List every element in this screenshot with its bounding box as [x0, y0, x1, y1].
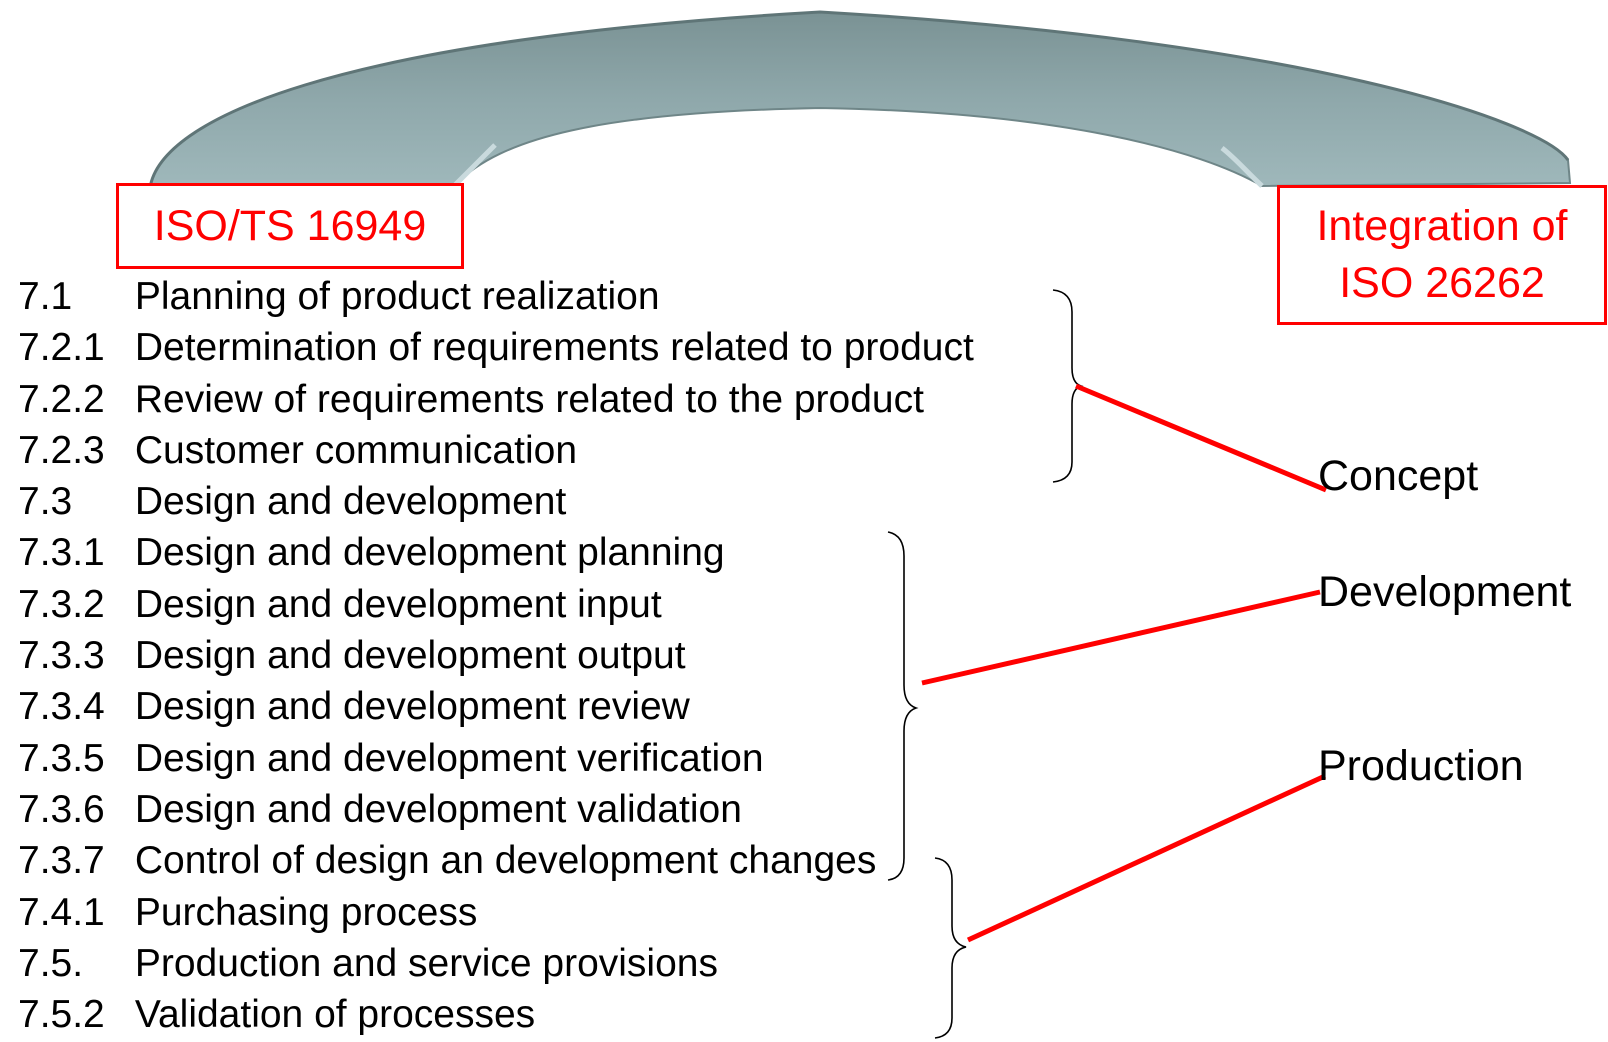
clause-item: 7.4.1 Purchasing process [18, 887, 974, 938]
clause-item: 7.3.5 Design and development verificatio… [18, 733, 974, 784]
bridge-arch [148, 10, 1572, 190]
clause-number: 7.3.5 [18, 736, 105, 780]
clause-title: Design and development [134, 480, 567, 524]
clause-number: 7.2.2 [18, 377, 105, 421]
brace-development [887, 531, 919, 881]
connector-development [921, 589, 1321, 686]
clause-item: 7.5. Production and service provisions [18, 938, 974, 989]
clause-number: 7.3.6 [18, 787, 105, 831]
clause-number: 7.5.2 [18, 993, 105, 1037]
clause-title: Review of requirements related to the pr… [134, 377, 924, 421]
clause-number: 7.2.1 [18, 326, 105, 370]
phase-concept-label: Concept [1318, 452, 1479, 500]
clause-item: 7.3.6 Design and development validation [18, 784, 974, 835]
clause-number: 7.4.1 [18, 890, 105, 934]
clause-item: 7.3.1 Design and development planning [18, 527, 974, 578]
clause-number: 7.5. [18, 941, 84, 985]
clause-title: Design and development input [134, 582, 662, 626]
clause-title: Production and service provisions [134, 941, 718, 985]
clause-number: 7.3 [18, 480, 73, 524]
clause-number: 7.3.2 [18, 582, 105, 626]
clause-number: 7.3.3 [18, 634, 105, 678]
clause-item: 7.3.2 Design and development input [18, 579, 974, 630]
clause-item: 7.2.1 Determination of requirements rela… [18, 322, 974, 373]
clause-title: Design and development validation [134, 787, 742, 831]
integration-line-2: ISO 26262 [1339, 259, 1545, 307]
integration-iso-26262-box: Integration of ISO 26262 [1277, 185, 1607, 325]
clause-item: 7.3 Design and development [18, 476, 974, 527]
clause-item: 7.3.4 Design and development review [18, 681, 974, 732]
connector-concept [1075, 383, 1327, 493]
clause-item: 7.3.7 Control of design an development c… [18, 835, 974, 886]
clause-title: Control of design an development changes [134, 839, 877, 883]
connector-production [966, 773, 1327, 943]
phase-production-label: Production [1318, 742, 1524, 790]
phase-development-label: Development [1318, 568, 1572, 616]
clause-title: Design and development review [134, 685, 690, 729]
clause-title: Design and development verification [134, 736, 764, 780]
clause-title: Design and development planning [134, 531, 725, 575]
clause-list: 7.1 Planning of product realization 7.2.… [18, 271, 974, 1040]
clause-item: 7.2.2 Review of requirements related to … [18, 374, 974, 425]
clause-title: Validation of processes [134, 993, 536, 1037]
iso-ts-16949-box: ISO/TS 16949 [116, 183, 464, 269]
clause-item: 7.2.3 Customer communication [18, 425, 974, 476]
clause-title: Determination of requirements related to… [134, 326, 974, 370]
clause-title: Purchasing process [134, 890, 478, 934]
clause-number: 7.3.1 [18, 531, 105, 575]
clause-number: 7.1 [18, 275, 73, 318]
clause-item: 7.1 Planning of product realization [18, 271, 974, 322]
clause-number: 7.2.3 [18, 428, 105, 472]
brace-production [934, 857, 967, 1039]
clause-item: 7.3.3 Design and development output [18, 630, 974, 681]
iso-ts-16949-label: ISO/TS 16949 [153, 202, 427, 250]
clause-title: Design and development output [134, 634, 686, 678]
clause-title: Planning of product realization [134, 275, 660, 318]
clause-number: 7.3.7 [18, 839, 105, 883]
clause-number: 7.3.4 [18, 685, 105, 729]
clause-item: 7.5.2 Validation of processes [18, 989, 974, 1040]
clause-title: Customer communication [134, 428, 578, 472]
integration-line-1: Integration of [1316, 202, 1568, 250]
